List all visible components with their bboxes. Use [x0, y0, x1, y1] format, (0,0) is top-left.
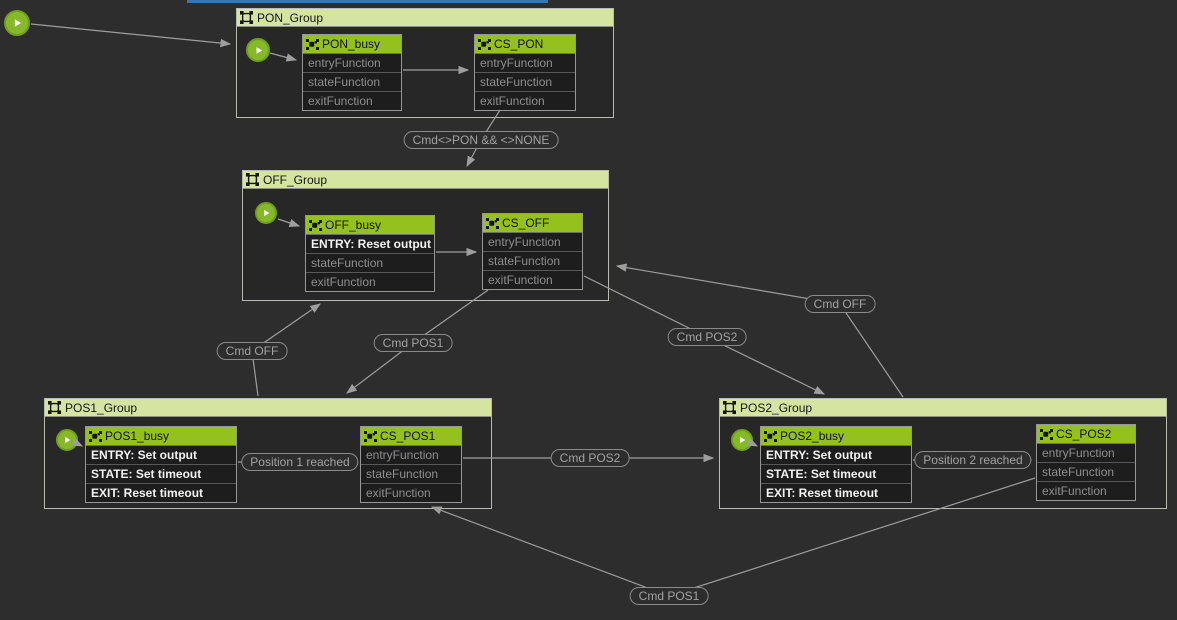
state-title: POS1_busy: [105, 429, 170, 443]
state-icon: [89, 431, 102, 442]
state-title: CS_POS1: [380, 429, 436, 443]
play-icon: [253, 45, 264, 56]
state-icon: [486, 218, 499, 229]
group-icon: [246, 173, 259, 186]
group-pos2-header: POS2_Group: [720, 399, 1166, 417]
state-cs-off-header: CS_OFF: [483, 214, 582, 233]
state-cs-pos2-header: CS_POS2: [1037, 425, 1135, 444]
transition-label-cmd-pos2-horizontal[interactable]: Cmd POS2: [550, 449, 630, 467]
state-icon: [1040, 429, 1053, 440]
transition-label-cmd-pos1-bottom[interactable]: Cmd POS1: [629, 587, 709, 605]
state-pos2-busy-header: POS2_busy: [761, 427, 911, 446]
play-icon: [261, 208, 271, 218]
group-pon[interactable]: PON_Group PON_busy entryFunction stateFu…: [236, 8, 614, 118]
initial-state-node-off[interactable]: [255, 202, 277, 224]
state-row-exit-action: EXIT: Reset timeout: [91, 486, 204, 500]
state-title: CS_POS2: [1056, 427, 1112, 441]
play-icon: [11, 17, 23, 29]
state-pon-busy[interactable]: PON_busy entryFunction stateFunction exi…: [302, 34, 402, 111]
state-icon: [764, 431, 777, 442]
wire-pos2-to-off-cmd-off: [615, 263, 904, 398]
state-title: PON_busy: [322, 37, 381, 51]
state-cs-pos1[interactable]: CS_POS1 entryFunction stateFunction exit…: [360, 426, 462, 503]
initial-state-node-pos2[interactable]: [731, 429, 753, 451]
transition-label-position-2-reached[interactable]: Position 2 reached: [914, 451, 1032, 469]
state-cs-pos1-header: CS_POS1: [361, 427, 461, 446]
state-icon: [478, 39, 491, 50]
state-row-state-action: STATE: Set timeout: [761, 465, 911, 484]
transition-label-cmd-pos1-mid[interactable]: Cmd POS1: [373, 334, 453, 352]
group-off-header: OFF_Group: [243, 171, 608, 189]
state-row: entryFunction: [483, 233, 582, 252]
group-pon-header: PON_Group: [237, 9, 613, 27]
state-row: stateFunction: [306, 254, 434, 273]
transition-label-cmd-not-pon[interactable]: Cmd<>PON && <>NONE: [403, 131, 559, 149]
group-icon: [48, 401, 61, 414]
state-cs-off[interactable]: CS_OFF entryFunction stateFunction exitF…: [482, 213, 583, 290]
state-row-exit-action: EXIT: Reset timeout: [766, 486, 879, 500]
state-row: entryFunction: [361, 446, 461, 465]
wire-main-start-to-pon: [30, 23, 232, 48]
state-title: POS2_busy: [780, 429, 845, 443]
group-icon: [240, 11, 253, 24]
state-row: exitFunction: [480, 94, 545, 108]
state-row: exitFunction: [366, 486, 431, 500]
state-row: stateFunction: [303, 73, 401, 92]
state-row: exitFunction: [311, 275, 376, 289]
state-pon-busy-header: PON_busy: [303, 35, 401, 54]
state-title: CS_PON: [494, 37, 544, 51]
state-row-entry-action: ENTRY: Set output: [86, 446, 236, 465]
group-pon-title: PON_Group: [257, 10, 324, 25]
state-row: exitFunction: [488, 273, 553, 287]
state-row: stateFunction: [1037, 463, 1135, 482]
initial-state-node-pos1[interactable]: [56, 429, 78, 451]
group-off-title: OFF_Group: [263, 172, 328, 187]
state-row: entryFunction: [475, 54, 575, 73]
group-pos2-title: POS2_Group: [740, 400, 813, 415]
transition-label-cmd-off-left[interactable]: Cmd OFF: [216, 342, 288, 360]
transition-label-position-1-reached[interactable]: Position 1 reached: [241, 453, 359, 471]
state-icon: [364, 431, 377, 442]
state-row: stateFunction: [483, 252, 582, 271]
state-title: CS_OFF: [502, 216, 550, 230]
transition-label-cmd-off-right[interactable]: Cmd OFF: [804, 295, 876, 313]
state-title: OFF_busy: [325, 218, 382, 232]
initial-state-node-pon[interactable]: [246, 38, 270, 62]
initial-state-node-main[interactable]: [4, 10, 30, 36]
state-row: exitFunction: [1042, 484, 1107, 498]
top-blue-strip: [187, 0, 548, 3]
state-row: exitFunction: [308, 94, 373, 108]
state-icon: [309, 220, 322, 231]
state-cs-pon[interactable]: CS_PON entryFunction stateFunction exitF…: [474, 34, 576, 111]
state-row: stateFunction: [475, 73, 575, 92]
state-row-entry-action: ENTRY: Set output: [761, 446, 911, 465]
transition-label-cmd-pos2-diag[interactable]: Cmd POS2: [667, 328, 747, 346]
group-pos1-title: POS1_Group: [65, 400, 138, 415]
state-cs-pos2[interactable]: CS_POS2 entryFunction stateFunction exit…: [1036, 424, 1136, 501]
state-row: stateFunction: [361, 465, 461, 484]
group-icon: [723, 401, 736, 414]
state-off-busy-header: OFF_busy: [306, 216, 434, 235]
state-icon: [306, 39, 319, 50]
state-pos2-busy[interactable]: POS2_busy ENTRY: Set output STATE: Set t…: [760, 426, 912, 503]
play-icon: [737, 435, 747, 445]
group-pos1-header: POS1_Group: [45, 399, 491, 417]
state-row: entryFunction: [303, 54, 401, 73]
state-off-busy[interactable]: OFF_busy ENTRY: Reset output stateFuncti…: [305, 215, 435, 292]
play-icon: [62, 435, 72, 445]
state-row-state-action: STATE: Set timeout: [86, 465, 236, 484]
state-row: entryFunction: [1037, 444, 1135, 463]
group-off[interactable]: OFF_Group OFF_busy ENTRY: Reset output s…: [242, 170, 609, 301]
state-pos1-busy[interactable]: POS1_busy ENTRY: Set output STATE: Set t…: [85, 426, 237, 503]
state-row-entry-action: ENTRY: Reset output: [306, 235, 434, 254]
state-cs-pon-header: CS_PON: [475, 35, 575, 54]
state-pos1-busy-header: POS1_busy: [86, 427, 236, 446]
